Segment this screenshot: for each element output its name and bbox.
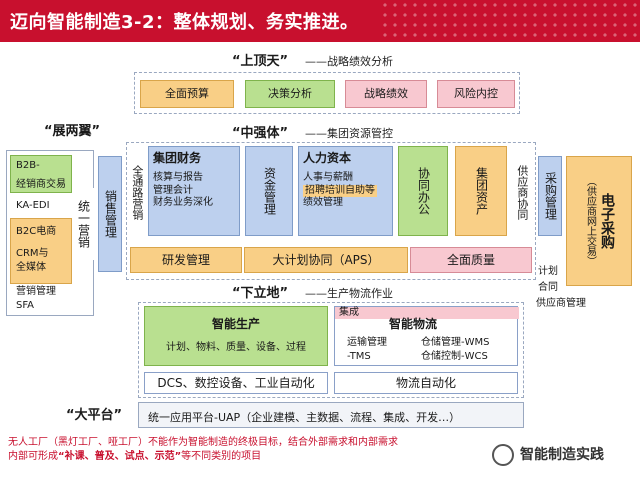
fund-management: 资金管理 <box>245 146 293 236</box>
right-plan: 计划 <box>538 266 558 277</box>
footer-line-1: 无人工厂（黑灯工厂、哑工厂）不能作为智能制造的终极目标，结合外部需求和内部需求 <box>8 437 398 448</box>
supplier-collab: 供应商协同 <box>512 146 532 238</box>
bottom-label: “下立地” <box>232 286 289 301</box>
eproc-box: 电子采购 （供应商网上交易） <box>566 156 632 286</box>
hr-line-3: 绩效管理 <box>303 197 343 208</box>
middle-label: “中强体” <box>232 126 289 141</box>
smart-logistics-title: 智能物流 <box>389 317 438 331</box>
smart-logistics-box: 集成 智能物流 运输管理 -TMS 仓储管理-WMS 仓储控制-WCS <box>334 306 519 366</box>
top-item-budget: 全面预算 <box>140 80 234 108</box>
dcs-automation: DCS、数控设备、工业自动化 <box>144 372 328 394</box>
aps-collab: 大计划协同（APS） <box>244 247 408 273</box>
group-finance-line-3: 财务业务深化 <box>153 197 213 208</box>
group-finance-box: 集团财务 核算与报告 管理会计 财务业务深化 <box>148 146 240 236</box>
top-frame <box>134 72 520 114</box>
eproc-sub: （供应商网上交易） <box>584 176 596 266</box>
smart-production-line: 计划、物料、质量、设备、过程 <box>166 342 306 354</box>
title-bar <box>0 0 640 42</box>
footer-line-2-a: 内部可形成 <box>8 451 58 462</box>
smart-production-box: 智能生产 计划、物料、质量、设备、过程 <box>144 306 328 366</box>
left-item-crm: CRM与 <box>16 248 49 259</box>
platform-frame <box>138 402 524 428</box>
left-item-dealer: 经销商交易 <box>16 179 66 190</box>
left-item-ka-edi: KA-EDI <box>16 200 50 211</box>
footer-line-2: 内部可形成“补课、普及、试点、示范”等不同类别的项目 <box>8 450 261 464</box>
group-finance-line-2: 管理会计 <box>153 184 193 196</box>
footer-line-2-c: 等不同类别的项目 <box>181 451 262 462</box>
left-item-sfa: SFA <box>16 300 35 311</box>
top-item-strategy: 战略绩效 <box>345 80 427 108</box>
smart-production-title: 智能生产 <box>211 317 260 332</box>
platform-desc: 统一应用平台-UAP（企业建模、主数据、流程、集成、开发…） <box>148 411 461 424</box>
unified-marketing: 统一营销 <box>72 188 94 260</box>
sales-management: 销售管理 <box>98 156 122 272</box>
group-finance-line-1: 核算与报告 <box>153 172 203 183</box>
right-supplier-mgmt: 供应商管理 <box>536 298 586 309</box>
logistics-item-wcs: 仓储控制-WCS <box>421 351 488 362</box>
eproc-main: 电子采购 <box>599 193 615 249</box>
left-item-media: 全媒体 <box>16 262 46 273</box>
left-item-b2c: B2C电商 <box>16 226 57 237</box>
title-pattern <box>380 0 640 42</box>
logistics-item-tms-1: 运输管理 <box>347 337 387 348</box>
smart-logistics-header <box>335 307 519 319</box>
middle-frame <box>126 142 536 280</box>
left-item-marketing-mgmt: 营销管理 <box>16 286 56 297</box>
watermark-text: 智能制造实践 <box>520 447 604 463</box>
integration-label: 集成 <box>339 307 359 318</box>
hr-line-2: 招聘培训自助等 <box>303 184 377 197</box>
top-label: “上顶天” <box>232 54 289 69</box>
logistics-item-wms: 仓储管理-WMS <box>421 337 490 348</box>
top-desc: ——战略绩效分析 <box>305 55 393 68</box>
middle-desc: ——集团资源管控 <box>305 127 393 140</box>
rd-management: 研发管理 <box>130 247 242 273</box>
page-title: 迈向智能制造3-2：整体规划、务实推进。 <box>10 12 359 33</box>
purchase-management: 采购管理 <box>538 156 562 236</box>
left-item-b2b: B2B- <box>16 160 40 171</box>
bottom-desc: ——生产物流作业 <box>305 287 393 300</box>
logistics-item-tms-2: -TMS <box>347 351 371 362</box>
top-item-risk: 风险内控 <box>437 80 515 108</box>
total-quality: 全面质量 <box>410 247 532 273</box>
wings-label: “展两翼” <box>44 124 101 139</box>
top-item-decision: 决策分析 <box>245 80 335 108</box>
left-b2b-box <box>10 155 72 193</box>
left-b2c-box <box>10 218 72 284</box>
right-contract: 合同 <box>538 282 558 293</box>
bottom-frame <box>138 302 524 398</box>
hr-line-1: 人事与薪酬 <box>303 172 353 183</box>
collab-office: 协同办公 <box>398 146 448 236</box>
wechat-icon <box>492 444 514 466</box>
group-assets: 集团资产 <box>455 146 507 236</box>
logistics-automation: 物流自动化 <box>334 372 518 394</box>
platform-label: “大平台” <box>66 408 123 423</box>
footer-line-2-b: “补课、普及、试点、示范” <box>58 451 182 462</box>
hr-box: 人力资本 人事与薪酬 招聘培训自助等 绩效管理 <box>298 146 393 236</box>
group-finance-title: 集团财务 <box>153 151 202 165</box>
channel-marketing: 全通路营销 <box>128 146 146 238</box>
hr-title: 人力资本 <box>303 151 352 165</box>
